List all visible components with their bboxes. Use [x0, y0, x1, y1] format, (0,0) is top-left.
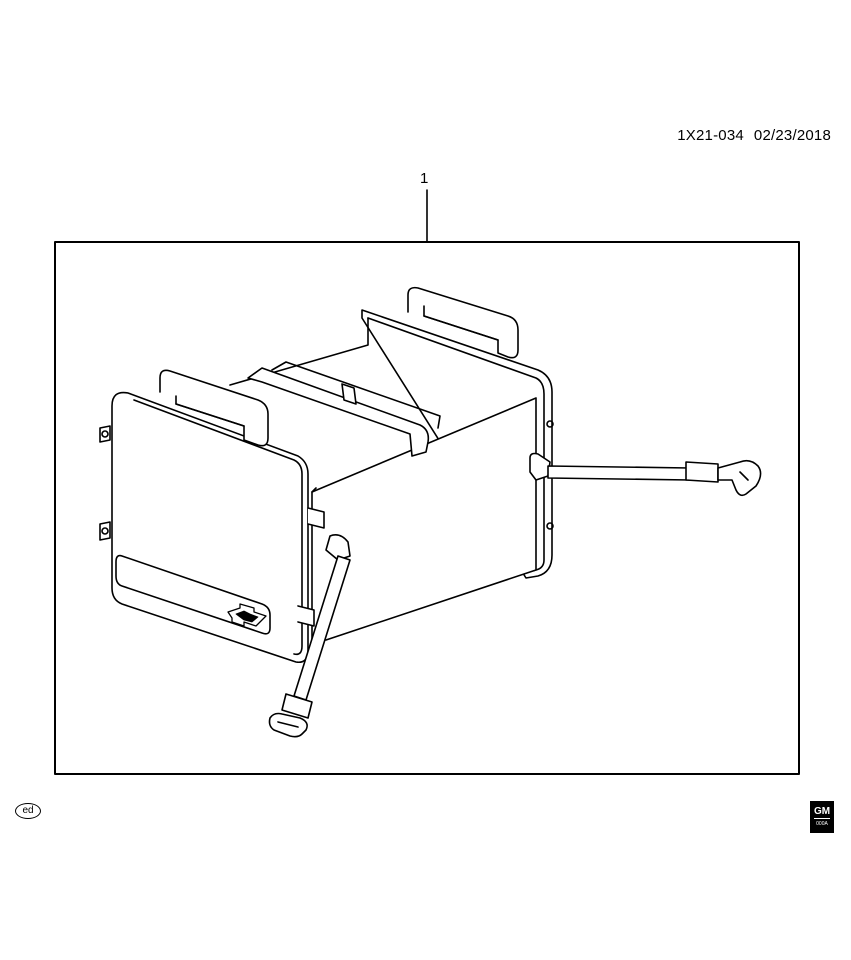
- divider-back: [271, 361, 441, 429]
- illustration-frame: [54, 241, 800, 775]
- rivet: [546, 420, 554, 428]
- strap-hook-slot-right: [739, 471, 749, 481]
- clip-upper-left: [99, 425, 111, 443]
- clip-lower-left: [99, 521, 111, 541]
- end-panel-front-inner: [133, 399, 303, 656]
- diagram-reference: 1X21-034 02/23/2018: [677, 127, 831, 144]
- end-panel-front: [111, 391, 309, 664]
- cargo-organizer-illustration: [99, 286, 762, 738]
- back-handle: [407, 286, 519, 359]
- front-handle-grip: [175, 403, 245, 427]
- strap-hook-slot-left: [277, 721, 299, 728]
- bowtie-emblem-fill: [235, 610, 259, 623]
- strap-buckle-left: [281, 693, 313, 719]
- callout-number: 1: [420, 170, 429, 187]
- rivet: [546, 522, 554, 530]
- part-code: 1X21-034: [677, 127, 744, 144]
- strap-d-ring-right: [529, 452, 551, 481]
- diagram-date: 02/23/2018: [753, 127, 831, 144]
- strap-buckle-right: [685, 461, 719, 483]
- front-handle: [159, 369, 269, 447]
- rim-corner: [311, 487, 317, 493]
- back-handle-grip: [423, 315, 499, 341]
- strap-hook-right: [717, 459, 762, 497]
- gm-logo-text: GM: [814, 806, 831, 819]
- divider-tab: [341, 383, 357, 405]
- gm-logo: GM 000A: [810, 801, 834, 833]
- strap-right: [547, 465, 691, 481]
- rivet: [101, 430, 109, 438]
- ed-mark: ed: [15, 803, 41, 819]
- side-wall-back-rim: [229, 317, 369, 386]
- label-recess: [115, 554, 271, 635]
- clip-upper-right: [307, 507, 325, 529]
- clip-lower-right: [297, 605, 315, 627]
- gm-logo-subtext: 000A: [816, 821, 828, 827]
- rivet: [101, 527, 109, 535]
- divider-front: [247, 367, 430, 457]
